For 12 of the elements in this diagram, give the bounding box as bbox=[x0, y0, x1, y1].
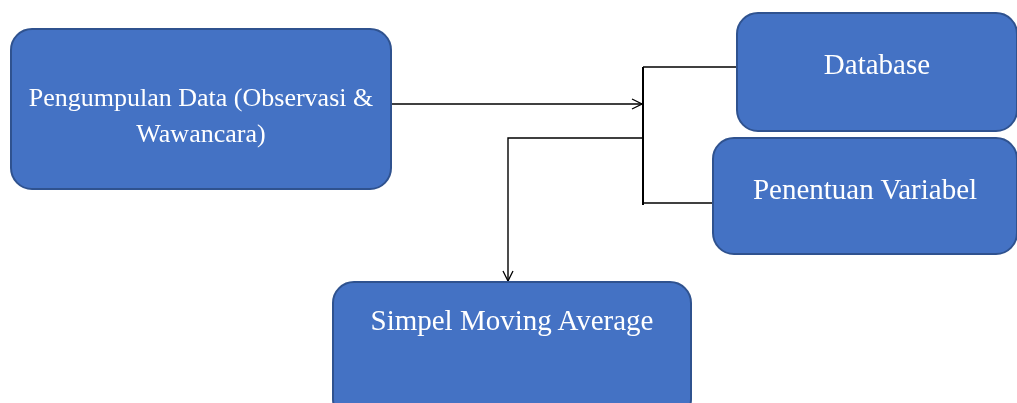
connector-line bbox=[642, 202, 713, 204]
connector-line bbox=[642, 66, 737, 68]
process-box bbox=[332, 281, 692, 403]
box-label: Database bbox=[823, 47, 931, 82]
box-label: Pengumpulan Data (Observasi & Wawancara) bbox=[27, 82, 375, 151]
box-label: Penentuan Variabel bbox=[752, 172, 978, 207]
process-box bbox=[10, 28, 392, 190]
process-box bbox=[712, 137, 1017, 255]
process-box bbox=[736, 12, 1017, 132]
box-label: Simpel Moving Average bbox=[370, 303, 654, 338]
arrow bbox=[502, 137, 644, 282]
arrow bbox=[391, 98, 643, 110]
